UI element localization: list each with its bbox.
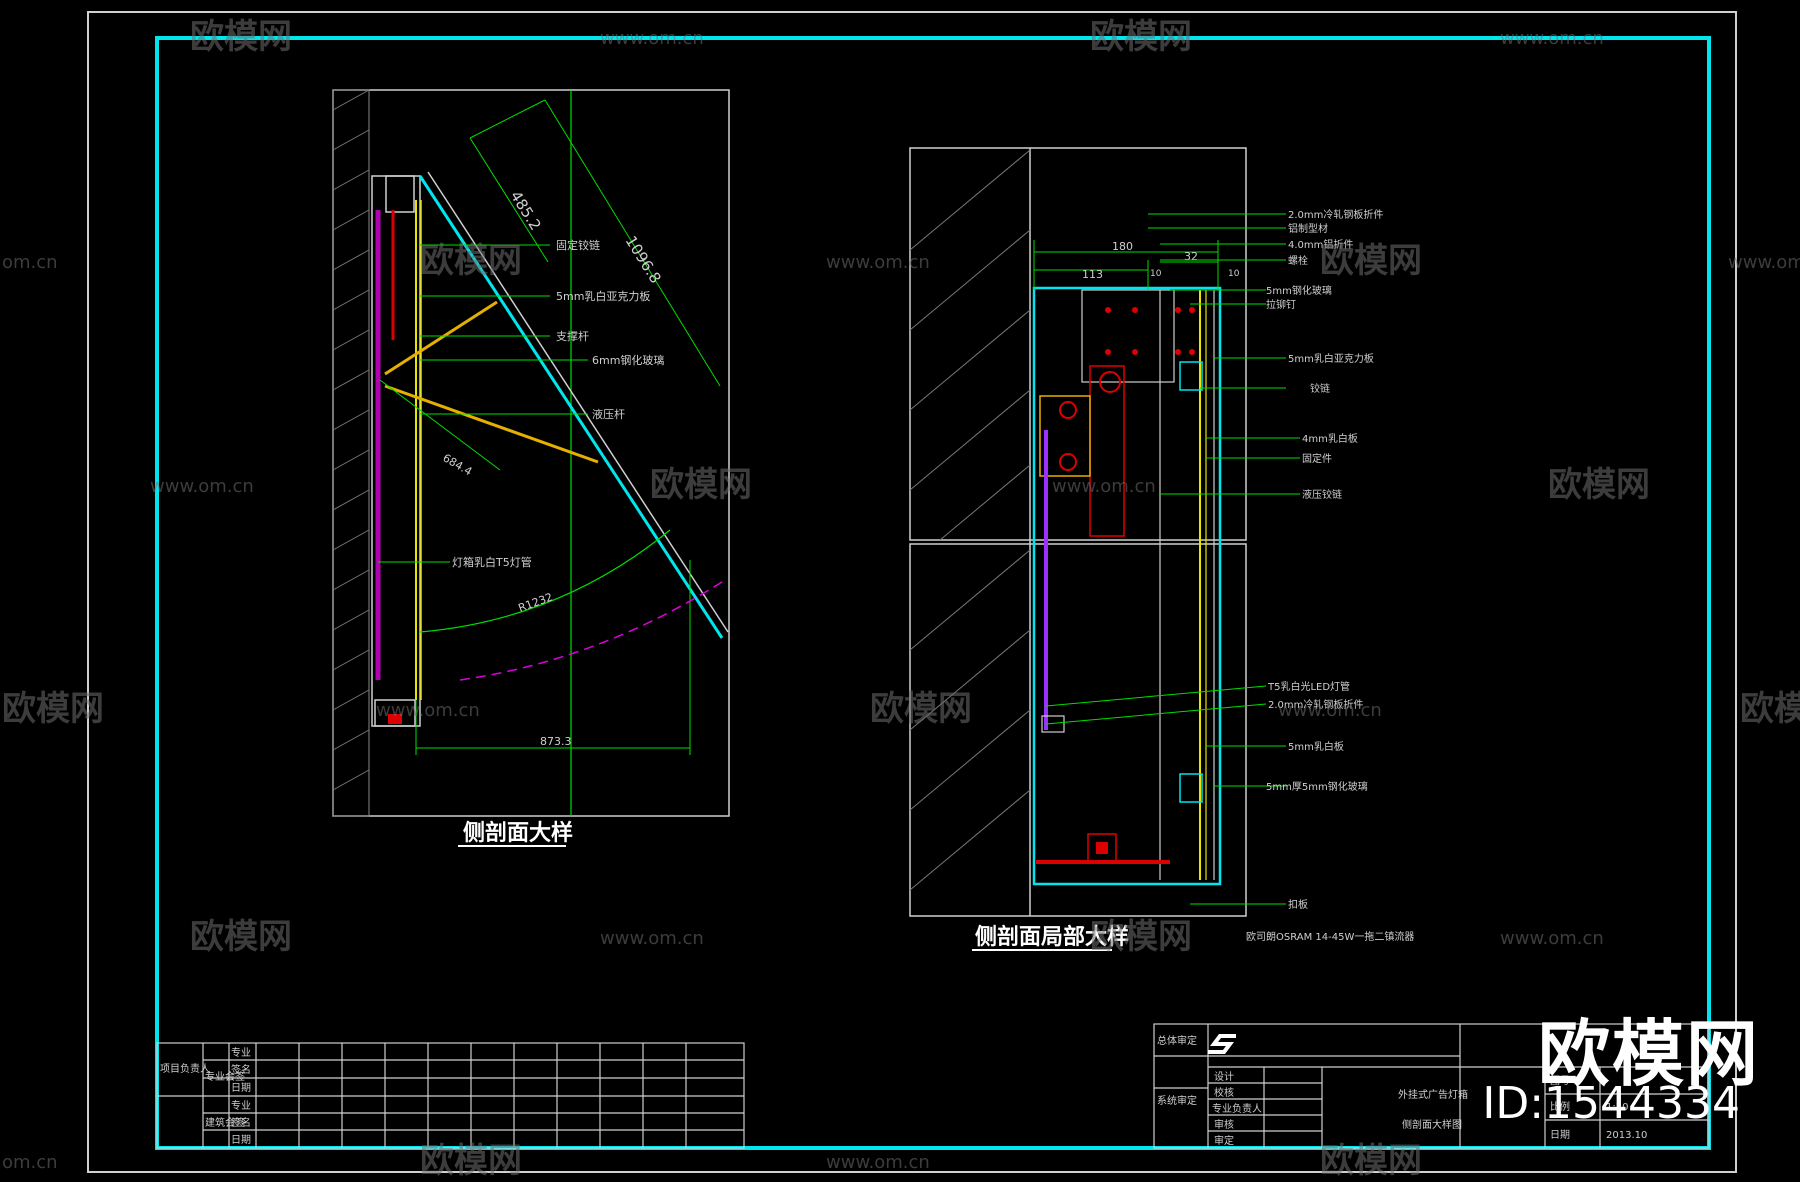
dim-r1232: R1232 — [517, 590, 555, 614]
dim-10a: 10 — [1150, 269, 1162, 279]
dim-684: 684.4 — [441, 451, 475, 478]
left-label-hydraulic: 液压杆 — [592, 407, 625, 421]
tbr-field-scale: 比例 — [1550, 1100, 1570, 1113]
watermark-brand: 欧模网 — [1548, 465, 1650, 505]
watermark-url: www.om.cn — [826, 1152, 930, 1173]
watermark-url: www.om.cn — [1278, 700, 1382, 721]
right-label-4: 螺栓 — [1288, 254, 1308, 267]
watermark-brand: 欧模网 — [190, 917, 292, 957]
watermark-url: www.om.cn — [150, 476, 254, 497]
left-label-tube: 灯箱乳白T5灯管 — [452, 555, 532, 569]
right-detail-frame-top — [909, 147, 1247, 541]
dim-32: 32 — [1184, 250, 1198, 263]
dim-113: 113 — [1082, 268, 1103, 281]
left-label-support: 支撑杆 — [556, 329, 589, 343]
dim-10b: 10 — [1228, 269, 1240, 279]
tbl-signature-2: 签名 — [231, 1116, 251, 1129]
watermark-brand: 欧模网 — [190, 17, 292, 57]
watermark-url: www.om.cn — [1052, 476, 1156, 497]
watermark-brand: 欧模网 — [1090, 17, 1192, 57]
tbl-discipline-sign: 专业会签 — [205, 1070, 245, 1083]
watermark-url-short: om.cn — [2, 1152, 58, 1173]
watermark-brand: 欧模网 — [1090, 917, 1192, 957]
dim-1096: 1096.8 — [622, 233, 665, 287]
tbl-discipline-2: 专业 — [231, 1099, 251, 1112]
watermark-id: ID:1544334 — [1482, 1078, 1740, 1129]
watermark-brand: 欧模网 — [2, 689, 104, 729]
watermark-url-short: om.cn — [2, 252, 58, 273]
left-label-hinge: 固定铰链 — [556, 238, 600, 252]
left-label-glass: 6mm钢化玻璃 — [592, 353, 664, 367]
tbr-drawing-name: 侧剖面大样图 — [1402, 1118, 1462, 1131]
right-label-12: T5乳白光LED灯管 — [1267, 680, 1350, 693]
tbr-design: 设计 — [1214, 1070, 1234, 1083]
right-label-6: 拉铆钉 — [1266, 298, 1296, 311]
left-detail: 485.2 1096.8 684.4 873.3 R1232 固定铰链 5mm乳… — [332, 89, 730, 847]
dim-180: 180 — [1112, 240, 1133, 253]
watermark-brand: 欧模网 — [650, 465, 752, 505]
watermark-url: www.om.cn — [376, 700, 480, 721]
watermark-url: www.om.cn — [600, 28, 704, 49]
right-label-10: 固定件 — [1302, 452, 1332, 465]
inner-frame — [155, 36, 1711, 1150]
tbr-overall-approve: 总体审定 — [1157, 1034, 1197, 1047]
tbr-value-date: 2013.10 — [1606, 1130, 1647, 1141]
watermark-layer: 欧模网 欧模网 www.om.cn www.om.cn om.cn 欧模网 ww… — [2, 17, 1800, 1181]
tbr-project-name: 外挂式广告灯箱 — [1398, 1088, 1468, 1101]
right-label-13: 2.0mm冷轧钢板折件 — [1268, 698, 1363, 711]
right-label-16: 扣板 — [1288, 898, 1308, 911]
tbl-signature-1: 签名 — [231, 1063, 251, 1076]
watermark-brand: 欧模网 — [1320, 241, 1422, 281]
watermark-brand-large: 欧模网 — [1537, 1012, 1760, 1096]
tbl-date-1: 日期 — [231, 1082, 251, 1094]
right-label-15: 5mm厚5mm钢化玻璃 — [1266, 780, 1368, 793]
tbl-discipline-1: 专业 — [231, 1046, 251, 1059]
tbr-field-date: 日期 — [1550, 1129, 1570, 1141]
right-label-17: 欧司朗OSRAM 14-45W一拖二镇流器 — [1246, 930, 1414, 943]
dim-485: 485.2 — [507, 188, 545, 234]
right-detail: 180 113 32 10 10 2.0mm冷轧钢板折件 铝制型材 — [909, 147, 1414, 951]
left-label-acrylic: 5mm乳白亚克力板 — [556, 289, 650, 303]
right-label-9: 4mm乳白板 — [1302, 432, 1358, 445]
watermark-brand: 欧模网 — [1740, 689, 1800, 729]
left-detail-title: 侧剖面大样 — [463, 820, 573, 846]
right-label-3: 4.0mm铝折件 — [1288, 238, 1353, 251]
right-label-7: 5mm乳白亚克力板 — [1288, 352, 1374, 365]
tbr-discipline-lead: 专业负责人 — [1212, 1102, 1262, 1115]
tbl-arch-sign: 建筑会签 — [205, 1116, 245, 1129]
tbr-review: 审核 — [1214, 1118, 1234, 1131]
tbl-date-2: 日期 — [231, 1134, 251, 1146]
right-detail-title: 侧剖面局部大样 — [975, 924, 1129, 950]
right-label-8: 铰链 — [1310, 382, 1330, 395]
tbr-value-scale: 1:20 — [1606, 1102, 1628, 1113]
watermark-url: www.om.cn — [1728, 252, 1800, 273]
title-block-right — [1153, 1023, 1710, 1149]
right-label-14: 5mm乳白板 — [1288, 740, 1344, 753]
right-label-5: 5mm钢化玻璃 — [1266, 284, 1332, 297]
watermark-url: www.om.cn — [826, 252, 930, 273]
tbl-project-lead: 项目负责人 — [160, 1062, 210, 1075]
right-label-11: 液压铰链 — [1302, 488, 1342, 501]
watermark-brand: 欧模网 — [1320, 1141, 1422, 1181]
tbr-approve: 审定 — [1214, 1134, 1234, 1147]
title-block-left — [156, 1042, 745, 1149]
outer-frame — [87, 11, 1737, 1173]
tbr-field-number: 图号 — [1550, 1075, 1570, 1087]
tbr-check: 校核 — [1214, 1086, 1234, 1099]
right-label-2: 铝制型材 — [1288, 222, 1328, 235]
watermark-brand: 欧模网 — [870, 689, 972, 729]
tbr-system-approve: 系统审定 — [1157, 1094, 1197, 1107]
watermark-brand: 欧模网 — [420, 1141, 522, 1181]
company-logo-icon — [1208, 1034, 1236, 1054]
watermark-url: www.om.cn — [1500, 928, 1604, 949]
dim-873: 873.3 — [540, 735, 572, 748]
watermark-url: www.om.cn — [1500, 28, 1604, 49]
watermark-brand: 欧模网 — [420, 241, 522, 281]
watermark-url: www.om.cn — [600, 928, 704, 949]
right-label-1: 2.0mm冷轧钢板折件 — [1288, 208, 1383, 221]
